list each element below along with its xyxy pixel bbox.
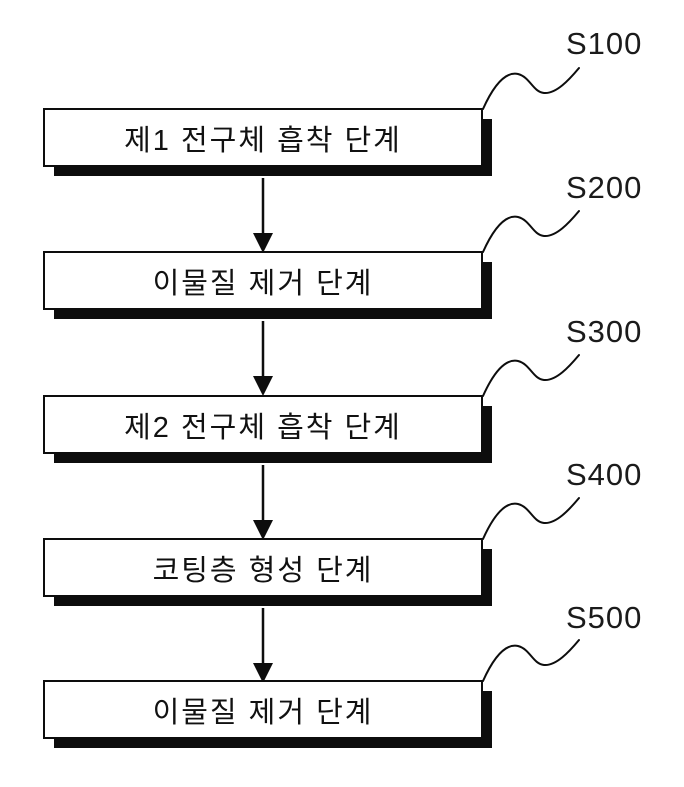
step-box-label: 이물질 제거 단계	[152, 267, 374, 300]
step-ref-label-s500: S500	[566, 600, 643, 635]
step-ref-label-s300: S300	[566, 314, 643, 349]
reference-leader-line	[482, 497, 580, 540]
step-box-1: 제1 전구체 흡착 단계	[43, 108, 483, 167]
reference-leader-line	[482, 639, 580, 682]
step-ref-label-s200: S200	[566, 170, 643, 205]
step-box-3: 제2 전구체 흡착 단계	[43, 395, 483, 454]
reference-leader-line	[482, 67, 580, 110]
step-box-label: 코팅층 형성 단계	[152, 554, 374, 587]
reference-leader-line	[482, 210, 580, 253]
down-arrow-icon	[253, 178, 273, 253]
step-box-2: 이물질 제거 단계	[43, 251, 483, 310]
step-ref-label-s100: S100	[566, 26, 643, 61]
step-box-label: 이물질 제거 단계	[152, 696, 374, 729]
reference-leader-line	[482, 354, 580, 397]
step-ref-label-s400: S400	[566, 457, 643, 492]
step-box-4: 코팅층 형성 단계	[43, 538, 483, 597]
step-box-label: 제2 전구체 흡착 단계	[124, 411, 402, 444]
down-arrow-icon	[253, 321, 273, 396]
step-box-label: 제1 전구체 흡착 단계	[124, 124, 402, 157]
down-arrow-icon	[253, 608, 273, 683]
step-box-5: 이물질 제거 단계	[43, 680, 483, 739]
down-arrow-icon	[253, 465, 273, 540]
